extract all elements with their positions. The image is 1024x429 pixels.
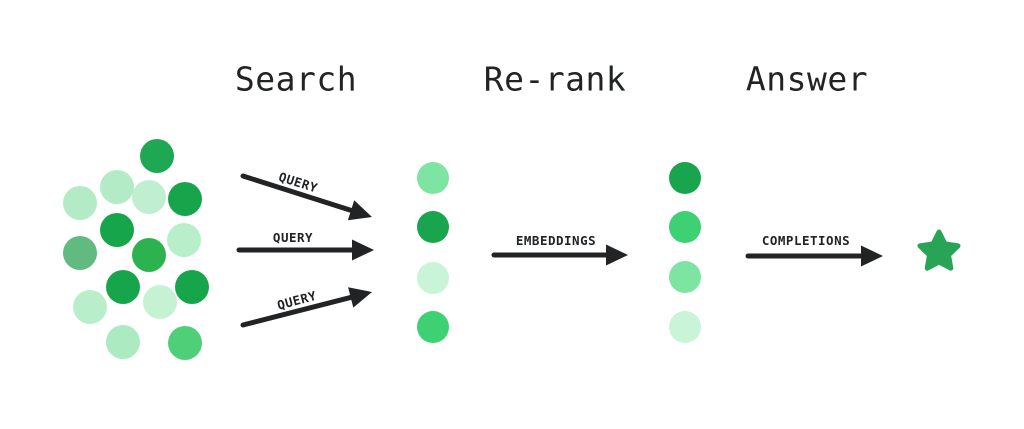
rerank-result-dot <box>669 211 701 243</box>
query-3-arrow-line <box>240 294 354 328</box>
search-result-dot <box>417 162 449 194</box>
document-dot <box>63 236 97 270</box>
query-arrow-label: QUERY <box>272 229 314 245</box>
stage-title-answer: Answer <box>745 59 869 99</box>
document-dot <box>168 182 202 216</box>
document-dot <box>175 270 209 304</box>
stage-title-rerank: Re-rank <box>483 59 627 99</box>
document-dot <box>132 238 166 272</box>
embeddings-arrow-label: EMBEDDINGS <box>515 232 597 248</box>
document-dot <box>73 290 107 324</box>
completions-arrowhead-icon <box>861 245 883 267</box>
rerank-result-dot <box>669 311 701 343</box>
document-dot <box>100 213 134 247</box>
document-dot <box>106 270 140 304</box>
document-dot <box>168 326 202 360</box>
document-dot <box>143 285 177 319</box>
rerank-result-dot <box>669 162 701 194</box>
document-dot <box>100 170 134 204</box>
document-dot <box>140 139 174 173</box>
search-result-dot <box>417 311 449 343</box>
completions-arrow-label: COMPLETIONS <box>761 232 851 248</box>
document-dot <box>167 223 201 257</box>
stage-title-search: Search <box>234 59 358 99</box>
query-3-arrowhead-icon <box>348 287 372 308</box>
query-1-arrowhead-icon <box>347 200 372 221</box>
document-dot <box>106 325 140 359</box>
query-2-arrowhead-icon <box>352 239 374 261</box>
answer-star-icon <box>917 229 961 271</box>
document-dot <box>132 180 166 214</box>
document-dot <box>63 186 97 220</box>
embeddings-arrowhead-icon <box>606 244 628 266</box>
search-result-dot <box>417 211 449 243</box>
search-result-dot <box>417 262 449 294</box>
rerank-result-dot <box>669 261 701 293</box>
query-1-arrow-line <box>240 173 354 213</box>
